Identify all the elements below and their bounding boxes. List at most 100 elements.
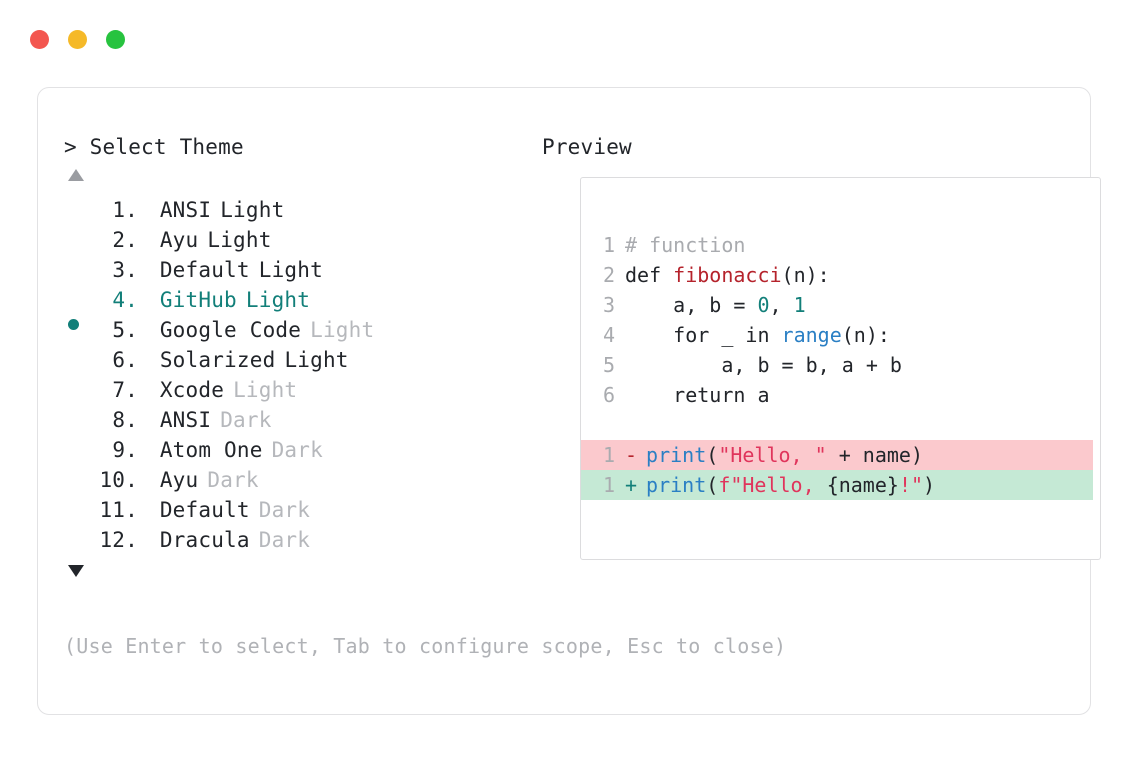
code-line: 1# function — [597, 230, 1098, 260]
code-token: 0 — [757, 293, 770, 317]
code-token: f"Hello, — [718, 473, 827, 497]
theme-item-name: Ayu — [159, 228, 199, 252]
theme-item-variant: Light — [245, 288, 311, 312]
theme-item-index: 4. — [112, 288, 138, 312]
code-line: 4 for _ in range(n): — [597, 320, 1098, 350]
code-token: print — [646, 473, 707, 497]
code-line-number: 5 — [602, 353, 615, 377]
theme-item-spacer — [138, 495, 160, 525]
theme-item-index: 2. — [112, 228, 138, 252]
close-window-dot[interactable] — [30, 30, 49, 49]
code-token: range — [781, 323, 842, 347]
theme-item-spacer — [138, 345, 160, 375]
theme-list-item[interactable]: 6. Solarized Light — [64, 345, 534, 375]
theme-list-item[interactable]: 1. ANSI Light — [64, 195, 534, 225]
code-token: return a — [625, 383, 770, 407]
theme-item-spacer — [138, 465, 160, 495]
theme-list-item[interactable]: 5. Google Code Light — [64, 315, 534, 345]
theme-item-spacer — [138, 375, 160, 405]
theme-item-index: 9. — [112, 438, 138, 462]
scroll-up-icon[interactable] — [68, 169, 84, 181]
code-token: fibonacci — [673, 263, 782, 287]
theme-item-name: Default — [159, 258, 250, 282]
theme-item-name: Solarized — [159, 348, 276, 372]
minimize-window-dot[interactable] — [68, 30, 87, 49]
keyboard-hint: (Use Enter to select, Tab to configure s… — [64, 634, 787, 658]
code-token: print — [646, 443, 707, 467]
theme-item-name: Google Code — [159, 318, 302, 342]
theme-item-spacer — [138, 315, 160, 345]
code-token: "Hello, " — [718, 443, 827, 467]
theme-item-index: 1. — [112, 198, 138, 222]
maximize-window-dot[interactable] — [106, 30, 125, 49]
theme-item-variant: Dark — [258, 498, 311, 522]
theme-item-variant: Dark — [207, 468, 259, 492]
code-token: + name) — [826, 443, 924, 467]
code-line: 6 return a — [597, 380, 1098, 410]
diff-minus-sign: - — [625, 443, 638, 467]
page-title: > Select Theme — [64, 135, 244, 159]
theme-item-index: 12. — [99, 528, 138, 552]
code-token: ( — [706, 443, 719, 467]
theme-item-name: Atom One — [159, 438, 263, 462]
theme-item-spacer — [138, 225, 160, 255]
theme-list-item[interactable]: 4. GitHub Light — [64, 285, 534, 330]
theme-item-index: 6. — [112, 348, 138, 372]
theme-item-spacer — [138, 405, 160, 435]
theme-list-item[interactable]: 10. Ayu Dark — [64, 465, 534, 495]
theme-item-name: Dracula — [159, 528, 250, 552]
code-token: ) — [923, 473, 936, 497]
code-token: a, b = b, a + b — [625, 353, 902, 377]
theme-item-spacer — [138, 255, 160, 285]
code-token: for _ in — [625, 323, 782, 347]
theme-item-name: ANSI — [159, 198, 212, 222]
code-token: !" — [898, 473, 924, 497]
theme-item-spacer — [138, 525, 160, 555]
diff-removed-line: 1-print("Hello, " + name) — [581, 440, 1093, 470]
theme-item-name: Ayu — [159, 468, 199, 492]
code-blank-line — [597, 410, 1098, 440]
theme-item-name: Xcode — [159, 378, 225, 402]
theme-item-spacer — [138, 435, 160, 465]
code-token: 1 — [793, 293, 806, 317]
theme-item-name: GitHub — [159, 288, 237, 312]
theme-item-index: 5. — [112, 318, 138, 342]
code-line-number: 3 — [602, 293, 615, 317]
window-titlebar — [30, 30, 125, 49]
theme-item-name: ANSI — [159, 408, 212, 432]
code-line-number: 2 — [602, 263, 615, 287]
code-token: a, b = — [625, 293, 758, 317]
theme-item-spacer — [138, 195, 160, 225]
theme-item-variant: Light — [310, 318, 375, 342]
theme-item-variant: Light — [258, 258, 323, 282]
preview-label: Preview — [542, 135, 632, 159]
theme-item-index: 11. — [99, 498, 138, 522]
theme-item-index: 7. — [112, 378, 138, 402]
diff-line-number: 1 — [602, 473, 615, 497]
theme-item-variant: Light — [220, 198, 285, 222]
code-line-number: 6 — [602, 383, 615, 407]
scroll-down-icon[interactable] — [68, 565, 84, 577]
diff-line-number: 1 — [602, 443, 615, 467]
code-token: , — [769, 293, 794, 317]
code-token: ( — [706, 473, 719, 497]
theme-item-index: 10. — [99, 468, 138, 492]
selected-bullet-dot — [68, 319, 79, 330]
code-token: {name} — [826, 473, 899, 497]
theme-item-variant: Light — [284, 348, 349, 372]
theme-item-spacer — [138, 285, 160, 315]
